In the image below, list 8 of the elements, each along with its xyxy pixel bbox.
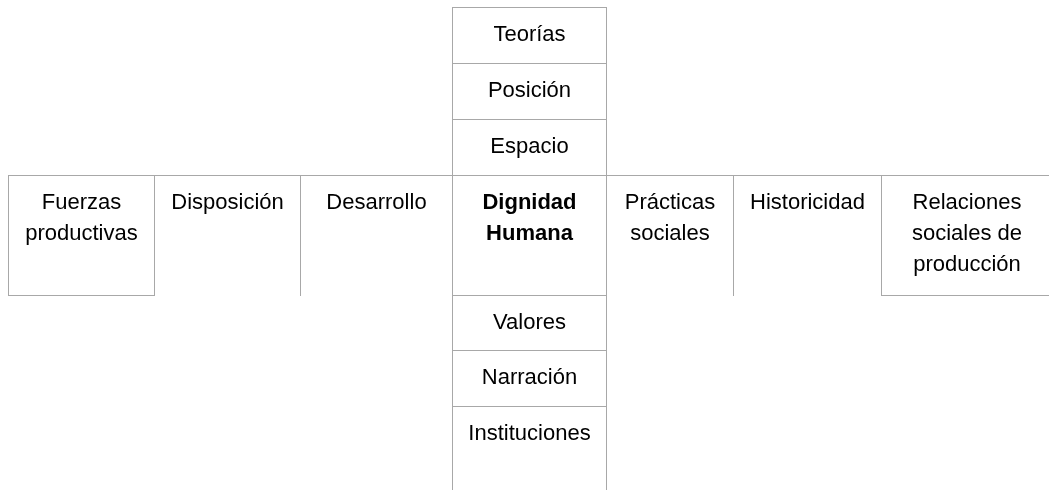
table-cell: Relaciones sociales de producción (881, 175, 1049, 296)
table-cell: Espacio (452, 119, 607, 176)
table-cell: Instituciones (452, 406, 607, 490)
table-cell: Teorías (452, 7, 607, 64)
table-cell: Narración (452, 350, 607, 407)
table-cell: Valores (452, 295, 607, 351)
table-cell: Posición (452, 63, 607, 120)
table-cell: Fuerzas productivas (8, 175, 155, 296)
